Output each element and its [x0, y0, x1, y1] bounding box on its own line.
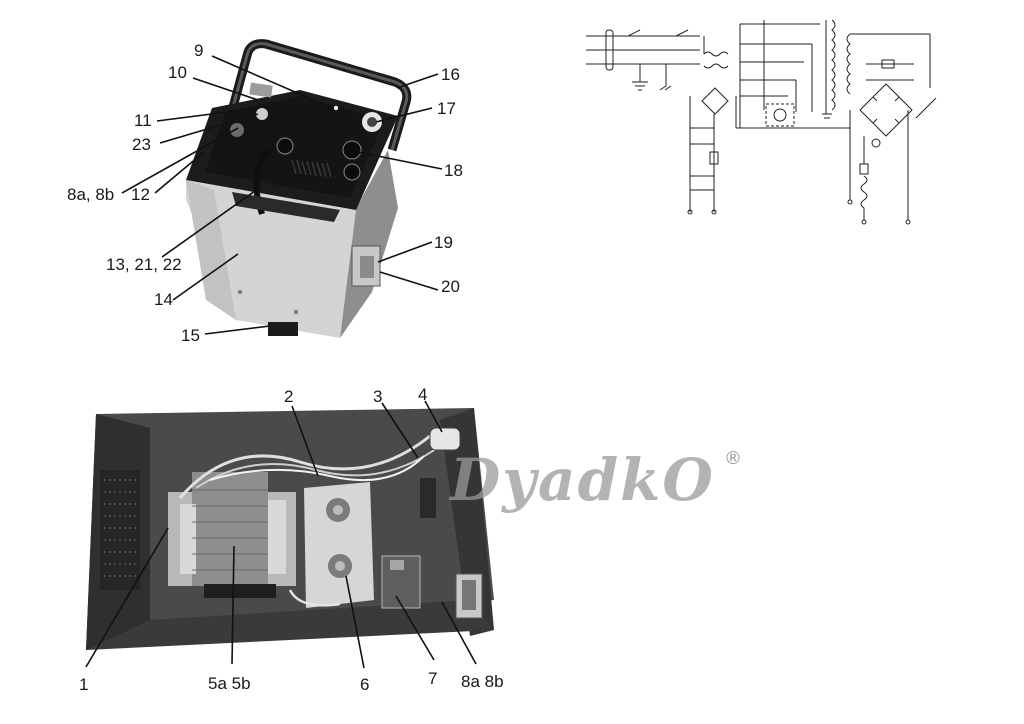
label-7: 7	[428, 669, 437, 688]
label-11: 11	[134, 111, 152, 130]
bottom-photo-leaders	[85, 400, 477, 669]
label-13-21-22: 13, 21, 22	[106, 255, 182, 274]
label-15: 15	[181, 326, 200, 345]
label-14: 14	[154, 290, 173, 309]
label-19: 19	[434, 233, 453, 252]
label-9: 9	[194, 41, 203, 60]
watermark-text: DyadkO	[448, 446, 715, 514]
label-23: 23	[132, 135, 151, 154]
charger-exterior-photo	[186, 39, 412, 338]
label-5a-5b: 5a 5b	[208, 674, 251, 693]
label-1: 1	[79, 675, 88, 694]
label-8a-8b-bottom: 8a 8b	[461, 672, 504, 691]
bottom-photo-labels: 2 3 4 1 5a 5b 6 7 8a 8b	[79, 385, 504, 694]
label-8a-8b: 8a, 8b	[67, 185, 114, 204]
label-2: 2	[284, 387, 293, 406]
label-4: 4	[418, 385, 427, 404]
top-photo-labels: 9 10 16 11 17 23 8a, 8b 12 18 19 13, 21,…	[67, 41, 463, 345]
label-6: 6	[360, 675, 369, 694]
label-17: 17	[437, 99, 456, 118]
top-photo-leaders	[121, 55, 443, 335]
label-20: 20	[441, 277, 460, 296]
label-3: 3	[373, 387, 382, 406]
watermark-registered-mark: ®	[724, 448, 742, 469]
label-18: 18	[444, 161, 463, 180]
watermark: DyadkO ®	[448, 446, 742, 514]
charger-interior-photo	[86, 408, 494, 650]
label-16: 16	[441, 65, 460, 84]
label-12: 12	[131, 185, 150, 204]
label-10: 10	[168, 63, 187, 82]
circuit-schematic	[586, 19, 937, 225]
